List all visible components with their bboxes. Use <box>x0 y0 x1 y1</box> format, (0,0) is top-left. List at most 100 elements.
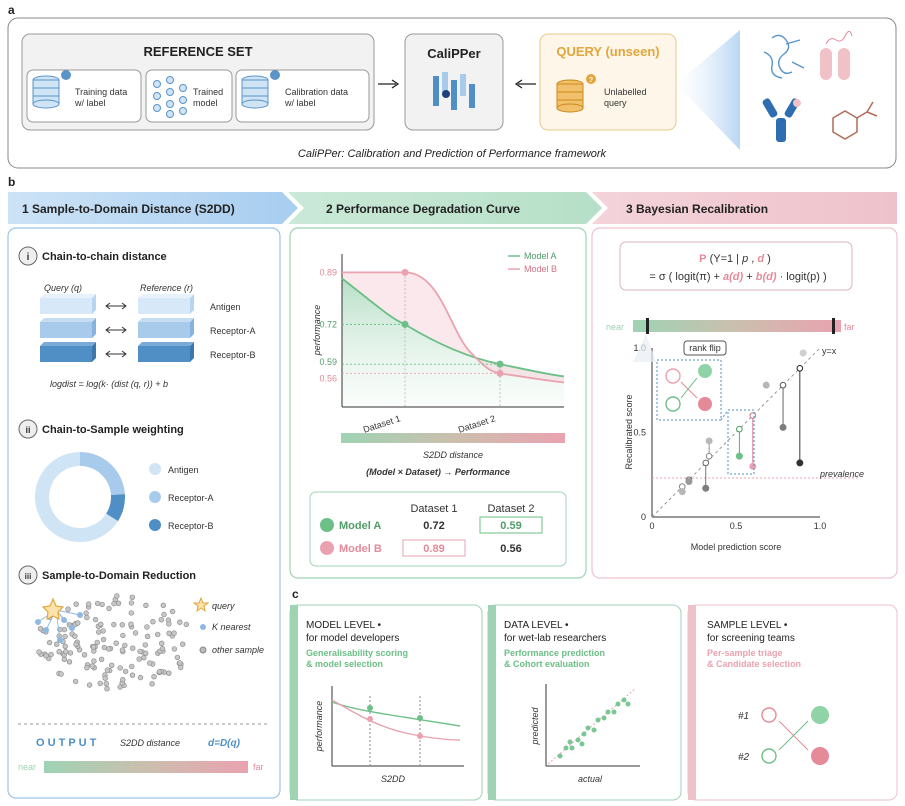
model-level-mini-chart <box>331 686 464 767</box>
recal-calibrated-point <box>735 452 743 460</box>
recal-x-tick: 1.0 <box>814 521 827 531</box>
inset-arrow-pink <box>680 381 698 399</box>
other-sample-dot <box>84 664 90 671</box>
arrowhead <box>514 79 523 89</box>
far-marker <box>832 318 835 334</box>
recal-y-label: Recalibrated score <box>624 394 634 469</box>
table-model-a-label: Model A <box>339 520 381 532</box>
double-arrow-icons <box>105 302 127 358</box>
legend-query-label: query <box>212 601 235 611</box>
other-sample-dot <box>97 680 103 687</box>
other-sample-dot <box>166 630 172 636</box>
other-sample-dot <box>90 644 97 650</box>
other-sample-dot <box>104 685 110 692</box>
other-sample-dot <box>177 660 183 666</box>
eq-plus: + <box>743 271 756 283</box>
equation-line-1: P (Y=1 | p , d ) <box>699 253 771 265</box>
recal-original-point <box>705 452 713 460</box>
other-sample-dot <box>111 621 117 628</box>
other-sample-dot <box>128 621 134 627</box>
other-sample-dot <box>128 610 135 616</box>
other-sample-dot <box>65 606 71 612</box>
question-mark: ? <box>589 77 593 84</box>
equation-line-2: = σ ( logit(π) + a(d) + b(d) · logit(p) … <box>649 271 826 283</box>
model-b-curve <box>342 271 565 384</box>
legend-model-a-label: Model A <box>524 251 557 261</box>
table-header-dataset1: Dataset 1 <box>410 503 457 515</box>
other-sample-dot <box>142 642 149 648</box>
recal-x-label: Model prediction score <box>691 542 782 552</box>
sample-level-use-2: & Candidate selection <box>707 659 801 669</box>
other-sample-dot <box>62 633 68 640</box>
rank-flip-label: rank flip <box>689 343 721 353</box>
legend-receptor-b-swatch <box>149 519 161 531</box>
other-sample-dot <box>114 593 120 599</box>
panel-a-caption: CaliPPer: Calibration and Prediction of … <box>298 148 607 160</box>
curve-y-tick: 0.56 <box>319 373 337 383</box>
arrowhead <box>391 79 400 89</box>
recal-calibrated-point <box>702 484 710 492</box>
performance-table <box>309 491 567 567</box>
recalibration-equation-box <box>619 241 853 291</box>
protein-structure-icon <box>763 34 805 79</box>
other-sample-dot <box>147 660 153 666</box>
other-sample-dot <box>171 630 177 636</box>
prevalence-label: prevalence <box>819 469 864 479</box>
data-level-audience: for wet-lab researchers <box>504 633 606 644</box>
model-level-x-label: S2DD <box>381 774 406 784</box>
eq-cond: (Y=1 | <box>710 253 743 265</box>
legend-receptor-a-label: Receptor-A <box>168 493 214 503</box>
other-sample-dot <box>84 614 90 621</box>
legend-query-star-icon <box>192 596 210 613</box>
other-sample-dot <box>98 621 104 627</box>
other-sample-dot <box>122 668 129 675</box>
recal-calibrated-point <box>762 381 770 389</box>
model-level-accent <box>290 605 298 800</box>
other-sample-dot <box>37 625 44 632</box>
other-sample-dot <box>177 619 183 625</box>
question-badge-icon <box>586 74 596 84</box>
near-marker <box>646 318 649 334</box>
other-sample-dot <box>103 680 110 687</box>
recal-original-point <box>749 412 757 419</box>
point-a-dataset2 <box>496 360 504 368</box>
calipper-title: CaliPPer <box>427 46 480 61</box>
other-sample-dot <box>83 610 89 616</box>
other-sample-dot <box>89 663 96 669</box>
donut-antigen-segment <box>34 452 118 542</box>
col1-header <box>8 192 298 224</box>
other-sample-dot <box>120 632 126 639</box>
sample-level-accent <box>688 605 696 800</box>
rank-1-label: #1 <box>738 711 749 722</box>
receptor-pink-icon <box>820 30 853 80</box>
recal-x-tick: 0.5 <box>730 521 743 531</box>
other-sample-dot <box>113 640 119 646</box>
other-sample-dot <box>101 644 108 651</box>
col3-header-label: 3 Bayesian Recalibration <box>626 202 768 216</box>
other-sample-dot <box>62 643 68 649</box>
other-sample-dot <box>143 650 149 656</box>
other-sample-dot <box>137 674 144 681</box>
data-level-title: DATA LEVEL • <box>504 620 569 631</box>
other-sample-dot <box>56 648 62 655</box>
recal-x-tick: 0 <box>649 521 654 531</box>
curve-y-tick: 0.72 <box>319 319 337 329</box>
curve-y-label: performance <box>312 305 322 357</box>
panel-a-letter: a <box>8 3 15 17</box>
other-sample-dot <box>155 631 161 638</box>
data-level-use-1: Performance prediction <box>504 648 605 658</box>
swap-arrow-pink <box>778 720 809 751</box>
col2-header <box>288 192 602 224</box>
s2dd-gradient-bar <box>341 433 565 443</box>
table-b-d1-highlight <box>402 539 466 557</box>
eq-ad: a(d) <box>723 271 744 283</box>
curve-subtitle: (Model × Dataset) → Performance <box>366 467 510 477</box>
eq-bd: b(d) <box>756 271 777 283</box>
other-sample-dot <box>159 645 166 652</box>
other-sample-dot <box>143 602 149 608</box>
other-sample-dot <box>136 656 142 662</box>
database-icon <box>32 75 60 109</box>
model-level-use-2: & model selection <box>306 659 383 669</box>
panel-c-letter: c <box>292 587 299 601</box>
antibody-icon <box>762 98 801 142</box>
